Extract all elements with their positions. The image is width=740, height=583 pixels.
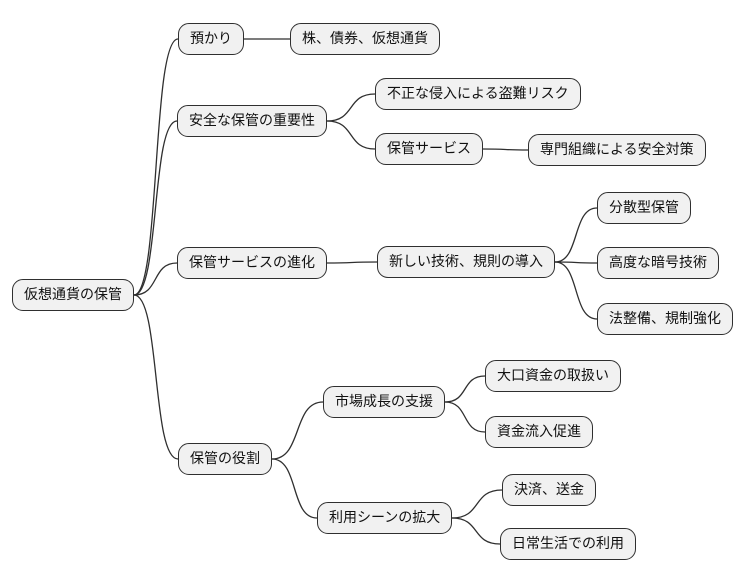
- node-decentralized: 分散型保管: [597, 192, 691, 224]
- edge-evolution-to-new-tech: [326, 261, 378, 264]
- node-importance: 安全な保管の重要性: [177, 105, 327, 137]
- edge-new-tech-to-regulation: [554, 261, 598, 320]
- edge-custody-service-to-expert-security: [482, 148, 529, 151]
- node-theft-risk: 不正な侵入による盗難リスク: [375, 78, 581, 110]
- edge-market-growth-to-large-funds: [444, 375, 486, 403]
- edge-importance-to-theft-risk: [326, 93, 376, 122]
- edge-importance-to-custody-service: [326, 120, 376, 150]
- edge-use-expansion-to-payment: [451, 489, 503, 519]
- node-daily-use: 日常生活での利用: [500, 528, 636, 560]
- node-encryption: 高度な暗号技術: [597, 247, 719, 279]
- node-payment: 決済、送金: [502, 474, 596, 506]
- node-use-expansion: 利用シーンの拡大: [317, 502, 453, 534]
- edge-root-to-evolution: [133, 262, 178, 296]
- edge-root-to-azukari: [133, 38, 179, 296]
- node-root: 仮想通貨の保管: [12, 279, 134, 311]
- node-new-tech: 新しい技術、規則の導入: [377, 246, 555, 278]
- node-custody-service: 保管サービス: [375, 133, 483, 165]
- node-expert-security: 専門組織による安全対策: [528, 134, 706, 166]
- node-assets: 株、債券、仮想通貨: [290, 23, 440, 55]
- node-market-growth: 市場成長の支援: [323, 386, 445, 418]
- edge-new-tech-to-encryption: [554, 261, 598, 264]
- node-evolution: 保管サービスの進化: [177, 247, 327, 279]
- edge-use-expansion-to-daily-use: [451, 517, 501, 545]
- edge-role-to-use-expansion: [271, 458, 318, 519]
- node-regulation: 法整備、規制強化: [597, 303, 733, 335]
- edge-root-to-role: [133, 294, 179, 460]
- node-inflow: 資金流入促進: [485, 416, 593, 448]
- node-azukari: 預かり: [178, 23, 244, 55]
- edge-root-to-importance: [133, 120, 178, 296]
- edge-market-growth-to-inflow: [444, 401, 486, 433]
- node-role: 保管の役割: [178, 443, 272, 475]
- edge-role-to-market-growth: [271, 401, 324, 460]
- edge-new-tech-to-decentralized: [554, 207, 598, 263]
- node-large-funds: 大口資金の取扱い: [485, 360, 621, 392]
